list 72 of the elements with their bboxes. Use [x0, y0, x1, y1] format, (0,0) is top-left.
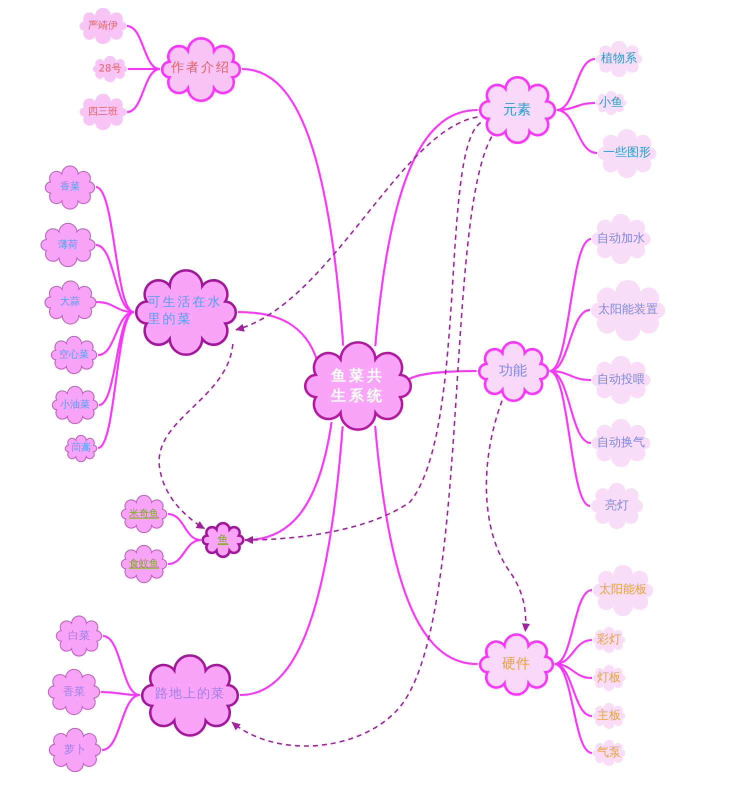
branch-line: [556, 102, 596, 111]
subtopic-label: 自动换气: [597, 435, 645, 451]
branch-line: [556, 109, 598, 154]
subtopic-label: 太阳能板: [599, 582, 647, 598]
branch-line: [168, 539, 202, 565]
subtopic-label: 薄荷: [58, 238, 78, 252]
branch-line: [126, 68, 160, 113]
subtopic-label: 茼蒿: [71, 442, 91, 454]
subtopic-label: 空心菜: [59, 348, 89, 362]
subtopic-label: 主板: [597, 708, 621, 724]
subtopic-label: 严靖伊: [88, 20, 118, 32]
subtopic-label: 食蚊鱼: [129, 558, 159, 570]
subtopic-label: 大蒜: [60, 296, 80, 308]
branch-line: [374, 426, 478, 665]
subtopic-label: 自动投喂: [597, 372, 645, 388]
topic-label: 硬件: [502, 654, 530, 674]
branch-line: [128, 68, 160, 70]
branch-line: [549, 309, 590, 372]
subtopic-label: 植物系: [601, 51, 637, 67]
topic-label: 可生活在水里的菜: [148, 295, 224, 329]
subtopic-label: 香菜: [63, 684, 85, 700]
subtopic-label: 小油菜: [60, 398, 90, 412]
branch-line: [238, 311, 318, 362]
dashed-arrow: [235, 116, 478, 331]
branch-line: [100, 691, 140, 696]
topic-label: 鱼: [218, 532, 228, 548]
branch-line: [96, 301, 134, 313]
subtopic-label: 萝卜: [64, 742, 86, 758]
branch-line: [554, 663, 592, 754]
dashed-arrow: [486, 400, 530, 632]
branch-line: [244, 422, 333, 541]
subtopic-label: 太阳能装置: [598, 302, 658, 318]
subtopic-label: 气泵: [597, 745, 621, 761]
topic-label: 路地上的菜: [155, 686, 225, 704]
branch-line: [168, 513, 202, 541]
subtopic-label: 一些图形: [603, 145, 651, 161]
subtopic-label: 香菜: [60, 180, 80, 194]
central-topic-label: 鱼菜共生系统: [330, 366, 386, 406]
subtopic-label: 四三班: [88, 106, 118, 118]
subtopic-label: 灯板: [597, 670, 621, 686]
subtopic-label: 亮灯: [605, 498, 629, 514]
branch-line: [556, 58, 596, 111]
branch-line: [242, 68, 344, 346]
branch-line: [98, 311, 134, 406]
branch-line: [102, 694, 140, 751]
branch-line: [102, 635, 140, 696]
subtopic-label: 28号: [98, 62, 122, 76]
branch-line: [549, 370, 592, 381]
topic-label: 功能: [499, 362, 527, 380]
branch-line: [554, 589, 592, 665]
subtopic-label: 自动加水: [597, 231, 645, 247]
subtopic-label: 彩灯: [597, 632, 621, 648]
branch-line: [240, 426, 344, 696]
subtopic-label: 小鱼: [599, 95, 623, 111]
branch-line: [98, 311, 134, 356]
dashed-arrow: [158, 344, 234, 530]
branch-line: [96, 186, 134, 313]
branch-line: [549, 370, 590, 507]
subtopic-label: 白菜: [68, 628, 90, 644]
branch-line: [408, 370, 476, 381]
dashed-arrow: [232, 136, 492, 747]
branch-line: [126, 25, 160, 70]
branch-line: [554, 663, 592, 679]
branch-line: [549, 370, 592, 444]
branch-line: [97, 311, 135, 449]
branch-line: [549, 238, 592, 372]
dashed-arrow: [244, 122, 482, 544]
branch-line: [374, 109, 478, 346]
topic-label: 元素: [503, 100, 531, 120]
subtopic-label: 米奇鱼: [129, 508, 159, 520]
branch-line: [96, 244, 134, 313]
topic-label: 作者介绍: [171, 60, 231, 78]
